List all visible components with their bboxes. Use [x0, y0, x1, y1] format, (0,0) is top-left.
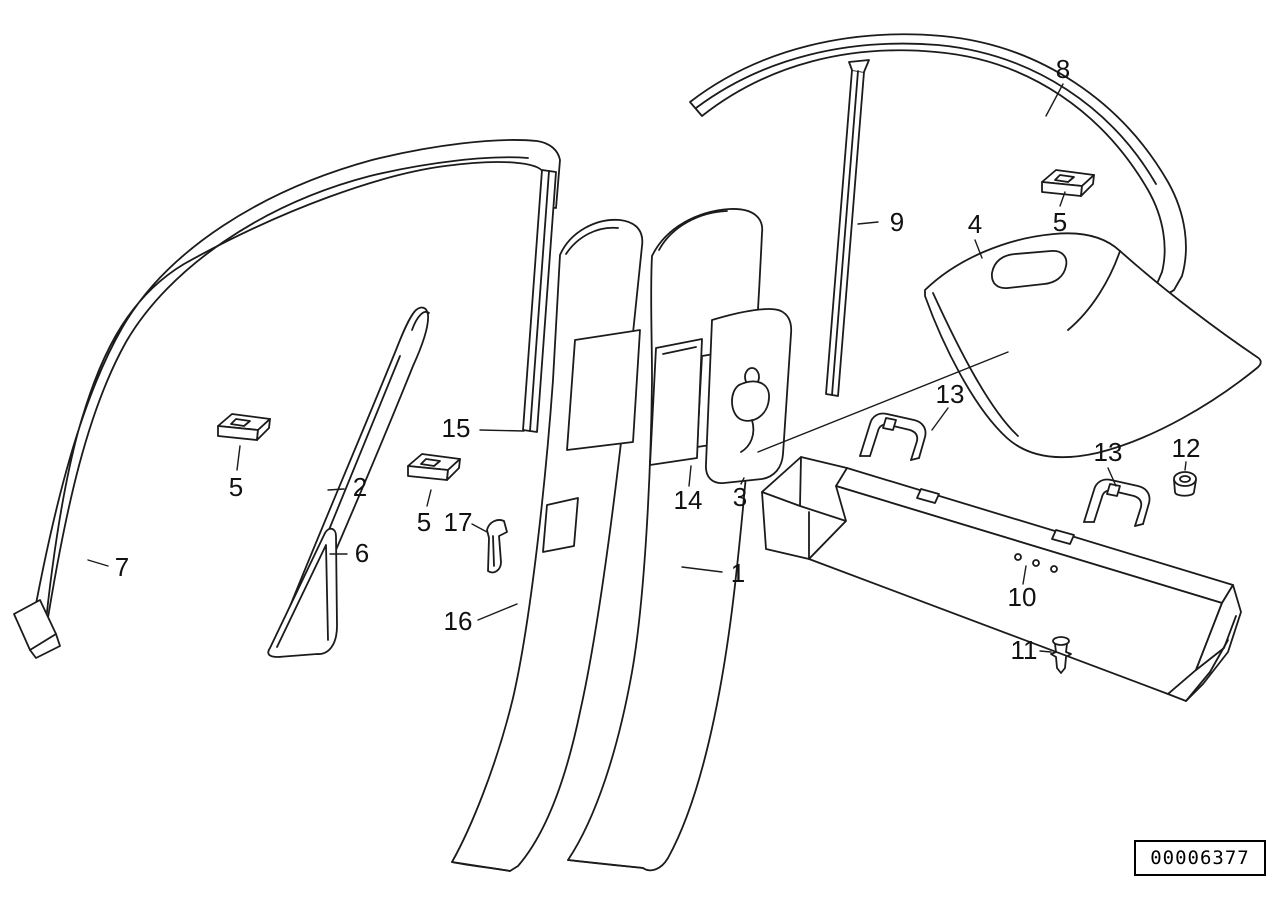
clip-5-front — [217, 413, 271, 441]
callout-1[interactable]: 1 — [730, 558, 746, 588]
callout-14[interactable]: 14 — [673, 485, 703, 515]
front-door-frame-seal — [13, 139, 561, 659]
diagram-number: 00006377 — [1150, 847, 1250, 869]
callout-11[interactable]: 11 — [1010, 635, 1038, 665]
rear-window-guide — [825, 59, 870, 397]
callout-5-mid[interactable]: 5 — [416, 507, 432, 537]
center-pillar-trim-left — [451, 219, 644, 872]
callout-12[interactable]: 12 — [1171, 433, 1201, 463]
callout-17[interactable]: 17 — [443, 507, 473, 537]
trim-panel-14 — [649, 338, 703, 466]
callout-13-right[interactable]: 13 — [1093, 437, 1123, 467]
mirror-triangle-trim — [267, 527, 338, 658]
door-pull-panel — [705, 308, 793, 484]
diagram-number-stamp: 00006377 — [1134, 840, 1266, 876]
upper-pillar-strip — [522, 169, 557, 433]
callout-6[interactable]: 6 — [354, 538, 370, 568]
callout-10[interactable]: 10 — [1007, 582, 1037, 612]
rivet-11 — [1050, 636, 1072, 674]
leader-lines — [87, 83, 1187, 653]
bracket-13-left — [859, 412, 927, 461]
clip-5-rear — [1041, 169, 1095, 197]
clip-5-mid — [407, 453, 461, 481]
callout-4[interactable]: 4 — [967, 209, 983, 239]
callout-8[interactable]: 8 — [1055, 54, 1071, 84]
grommet-12 — [1173, 471, 1197, 497]
callout-5-rear[interactable]: 5 — [1052, 207, 1068, 237]
callout-5-front[interactable]: 5 — [228, 472, 244, 502]
callout-9[interactable]: 9 — [889, 207, 905, 237]
rear-shelf-rail — [761, 456, 1242, 702]
callout-16[interactable]: 16 — [443, 606, 473, 636]
callout-3[interactable]: 3 — [732, 482, 748, 512]
callout-13-left[interactable]: 13 — [935, 379, 965, 409]
c-pillar-trim — [924, 232, 1262, 459]
callout-15[interactable]: 15 — [441, 413, 471, 443]
callout-2[interactable]: 2 — [352, 472, 368, 502]
callout-7[interactable]: 7 — [114, 552, 130, 582]
bracket-13-right — [1083, 478, 1151, 527]
bracket-17 — [486, 519, 508, 574]
